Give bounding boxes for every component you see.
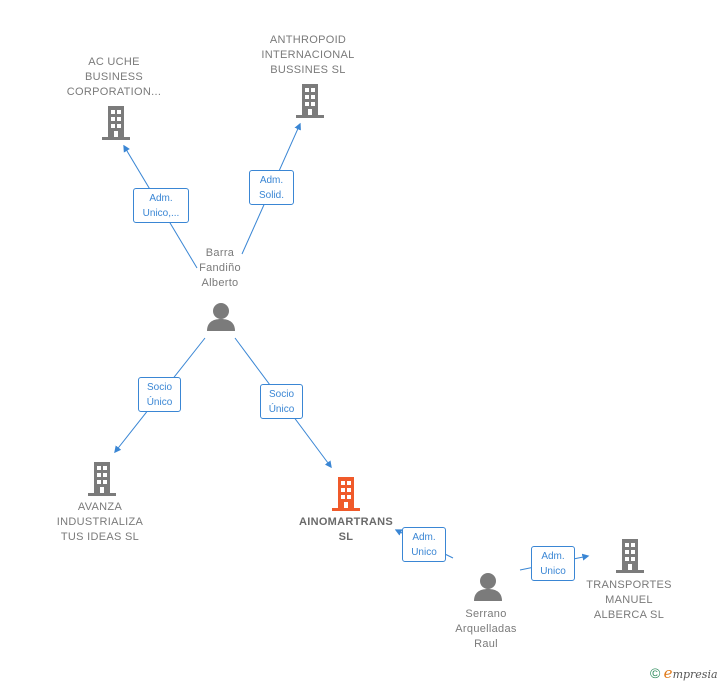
- label-line: AC UCHE: [88, 56, 140, 68]
- building-icon: [616, 539, 644, 573]
- edge-label-adm-unico[interactable]: Adm. Unico: [402, 527, 446, 562]
- edge-label-socio-unico[interactable]: Socio Único: [260, 384, 303, 419]
- person-icon: [474, 573, 502, 601]
- label-line: Serrano: [465, 608, 507, 620]
- label-line: Fandiño: [199, 262, 241, 274]
- label-line: BUSINESS: [84, 71, 144, 83]
- brand-name: mpresia: [672, 668, 718, 681]
- edge-label-line: Adm.: [412, 532, 436, 543]
- edge-label-adm-solid[interactable]: Adm. Solid.: [249, 170, 294, 205]
- edge-label-line: Solid.: [258, 190, 284, 201]
- label-line: TRANSPORTES: [586, 579, 672, 591]
- edge-label-line: Adm.: [259, 175, 284, 186]
- node-label-barra[interactable]: Barra Fandiño Alberto: [175, 246, 265, 291]
- label-line: AVANZA: [77, 501, 123, 513]
- node-label-anthropoid[interactable]: ANTHROPOID INTERNACIONAL BUSSINES SL: [248, 33, 368, 78]
- label-line: INTERNACIONAL: [261, 49, 355, 61]
- edge-label-adm-unico[interactable]: Adm. Unico: [531, 546, 575, 581]
- brand-logo-e: e: [663, 664, 673, 682]
- label-line: ALBERCA SL: [593, 609, 665, 621]
- node-label-avanza[interactable]: AVANZA INDUSTRIALIZA TUS IDEAS SL: [40, 500, 160, 545]
- edge-label-line: Unico: [411, 547, 437, 558]
- building-icon-focus: [332, 477, 360, 511]
- person-icon: [207, 303, 235, 331]
- building-icon: [88, 462, 116, 496]
- label-line: TUS IDEAS SL: [60, 531, 140, 543]
- edge-label-line: Adm.: [541, 551, 565, 562]
- footer-brand[interactable]: © empresia: [650, 664, 718, 682]
- copyright-icon: ©: [650, 665, 661, 681]
- label-line: SL: [338, 531, 354, 543]
- label-line: ANTHROPOID: [269, 34, 347, 46]
- label-line: Alberto: [201, 277, 239, 289]
- edge-label-line: Único: [268, 404, 295, 415]
- node-label-transportes[interactable]: TRANSPORTES MANUEL ALBERCA SL: [570, 578, 688, 623]
- label-line: BUSSINES SL: [270, 64, 346, 76]
- edge-label-adm-unico[interactable]: Adm. Unico,...: [133, 188, 189, 223]
- node-label-ainomartrans[interactable]: AINOMARTRANS SL: [276, 515, 416, 545]
- edge-label-socio-unico[interactable]: Socio Único: [138, 377, 181, 412]
- edge-label-line: Adm.: [149, 193, 173, 204]
- label-line: Raul: [474, 638, 498, 650]
- building-icon: [102, 106, 130, 140]
- building-icon: [296, 84, 324, 118]
- edge-label-line: Socio: [268, 389, 294, 400]
- edge-label-line: Socio: [146, 382, 172, 393]
- label-line: INDUSTRIALIZA: [56, 516, 144, 528]
- edge-label-line: Único: [146, 397, 173, 408]
- label-line: MANUEL: [605, 594, 653, 606]
- node-label-serrano[interactable]: Serrano Arquelladas Raul: [441, 607, 531, 652]
- label-line: CORPORATION...: [66, 86, 162, 98]
- node-label-ac-uche[interactable]: AC UCHE BUSINESS CORPORATION...: [54, 55, 174, 100]
- label-line: AINOMARTRANS: [298, 516, 394, 528]
- edge-label-line: Unico: [540, 566, 566, 577]
- label-line: Arquelladas: [455, 623, 517, 635]
- edge-label-line: Unico,...: [142, 208, 180, 219]
- label-line: Barra: [205, 247, 235, 259]
